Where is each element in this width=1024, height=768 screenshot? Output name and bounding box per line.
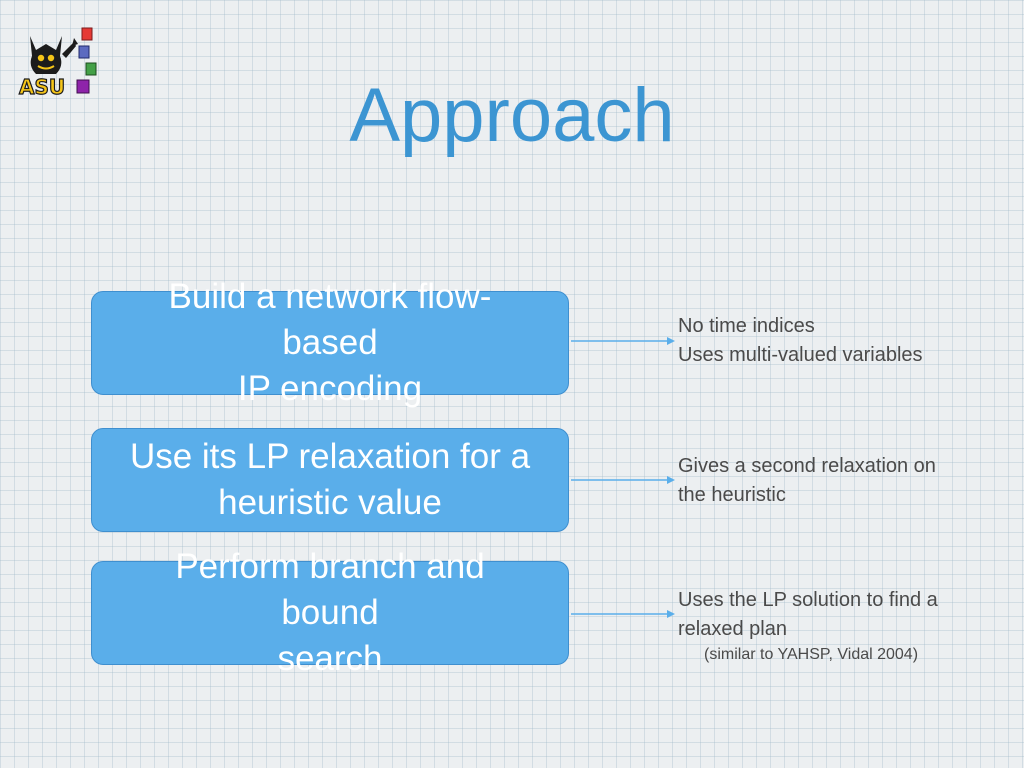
logo-block-blue [78,45,90,59]
logo-block-green [85,62,97,76]
logo-block-red [81,27,93,41]
asu-logo: ASU [18,27,97,100]
step-box-encoding: Build a network flow- based IP encoding [91,277,569,408]
slide-title: Approach [349,73,675,158]
step-text: Perform branch and bound search [175,547,485,678]
connector-arrow [571,476,675,484]
step-box-lp-relaxation: Use its LP relaxation for a heuristic va… [91,428,569,532]
connector-arrow [571,610,675,618]
step-note: No time indices Uses multi-valued variab… [678,315,923,366]
step-note: Uses the LP solution to find a relaxed p… [678,589,938,640]
logo-block-purple [76,79,90,94]
devil-mascot-icon [30,36,78,74]
logo-text: ASU [19,75,65,99]
step-text: Build a network flow- based IP encoding [168,277,492,408]
step-subnote: (similar to YAHSP, Vidal 2004) [704,646,919,663]
connector-arrow [571,337,675,345]
step-box-branch-and-bound: Perform branch and bound search [91,547,569,678]
step-text: Use its LP relaxation for a heuristic va… [129,437,531,522]
step-note: Gives a second relaxation on the heurist… [678,455,936,506]
